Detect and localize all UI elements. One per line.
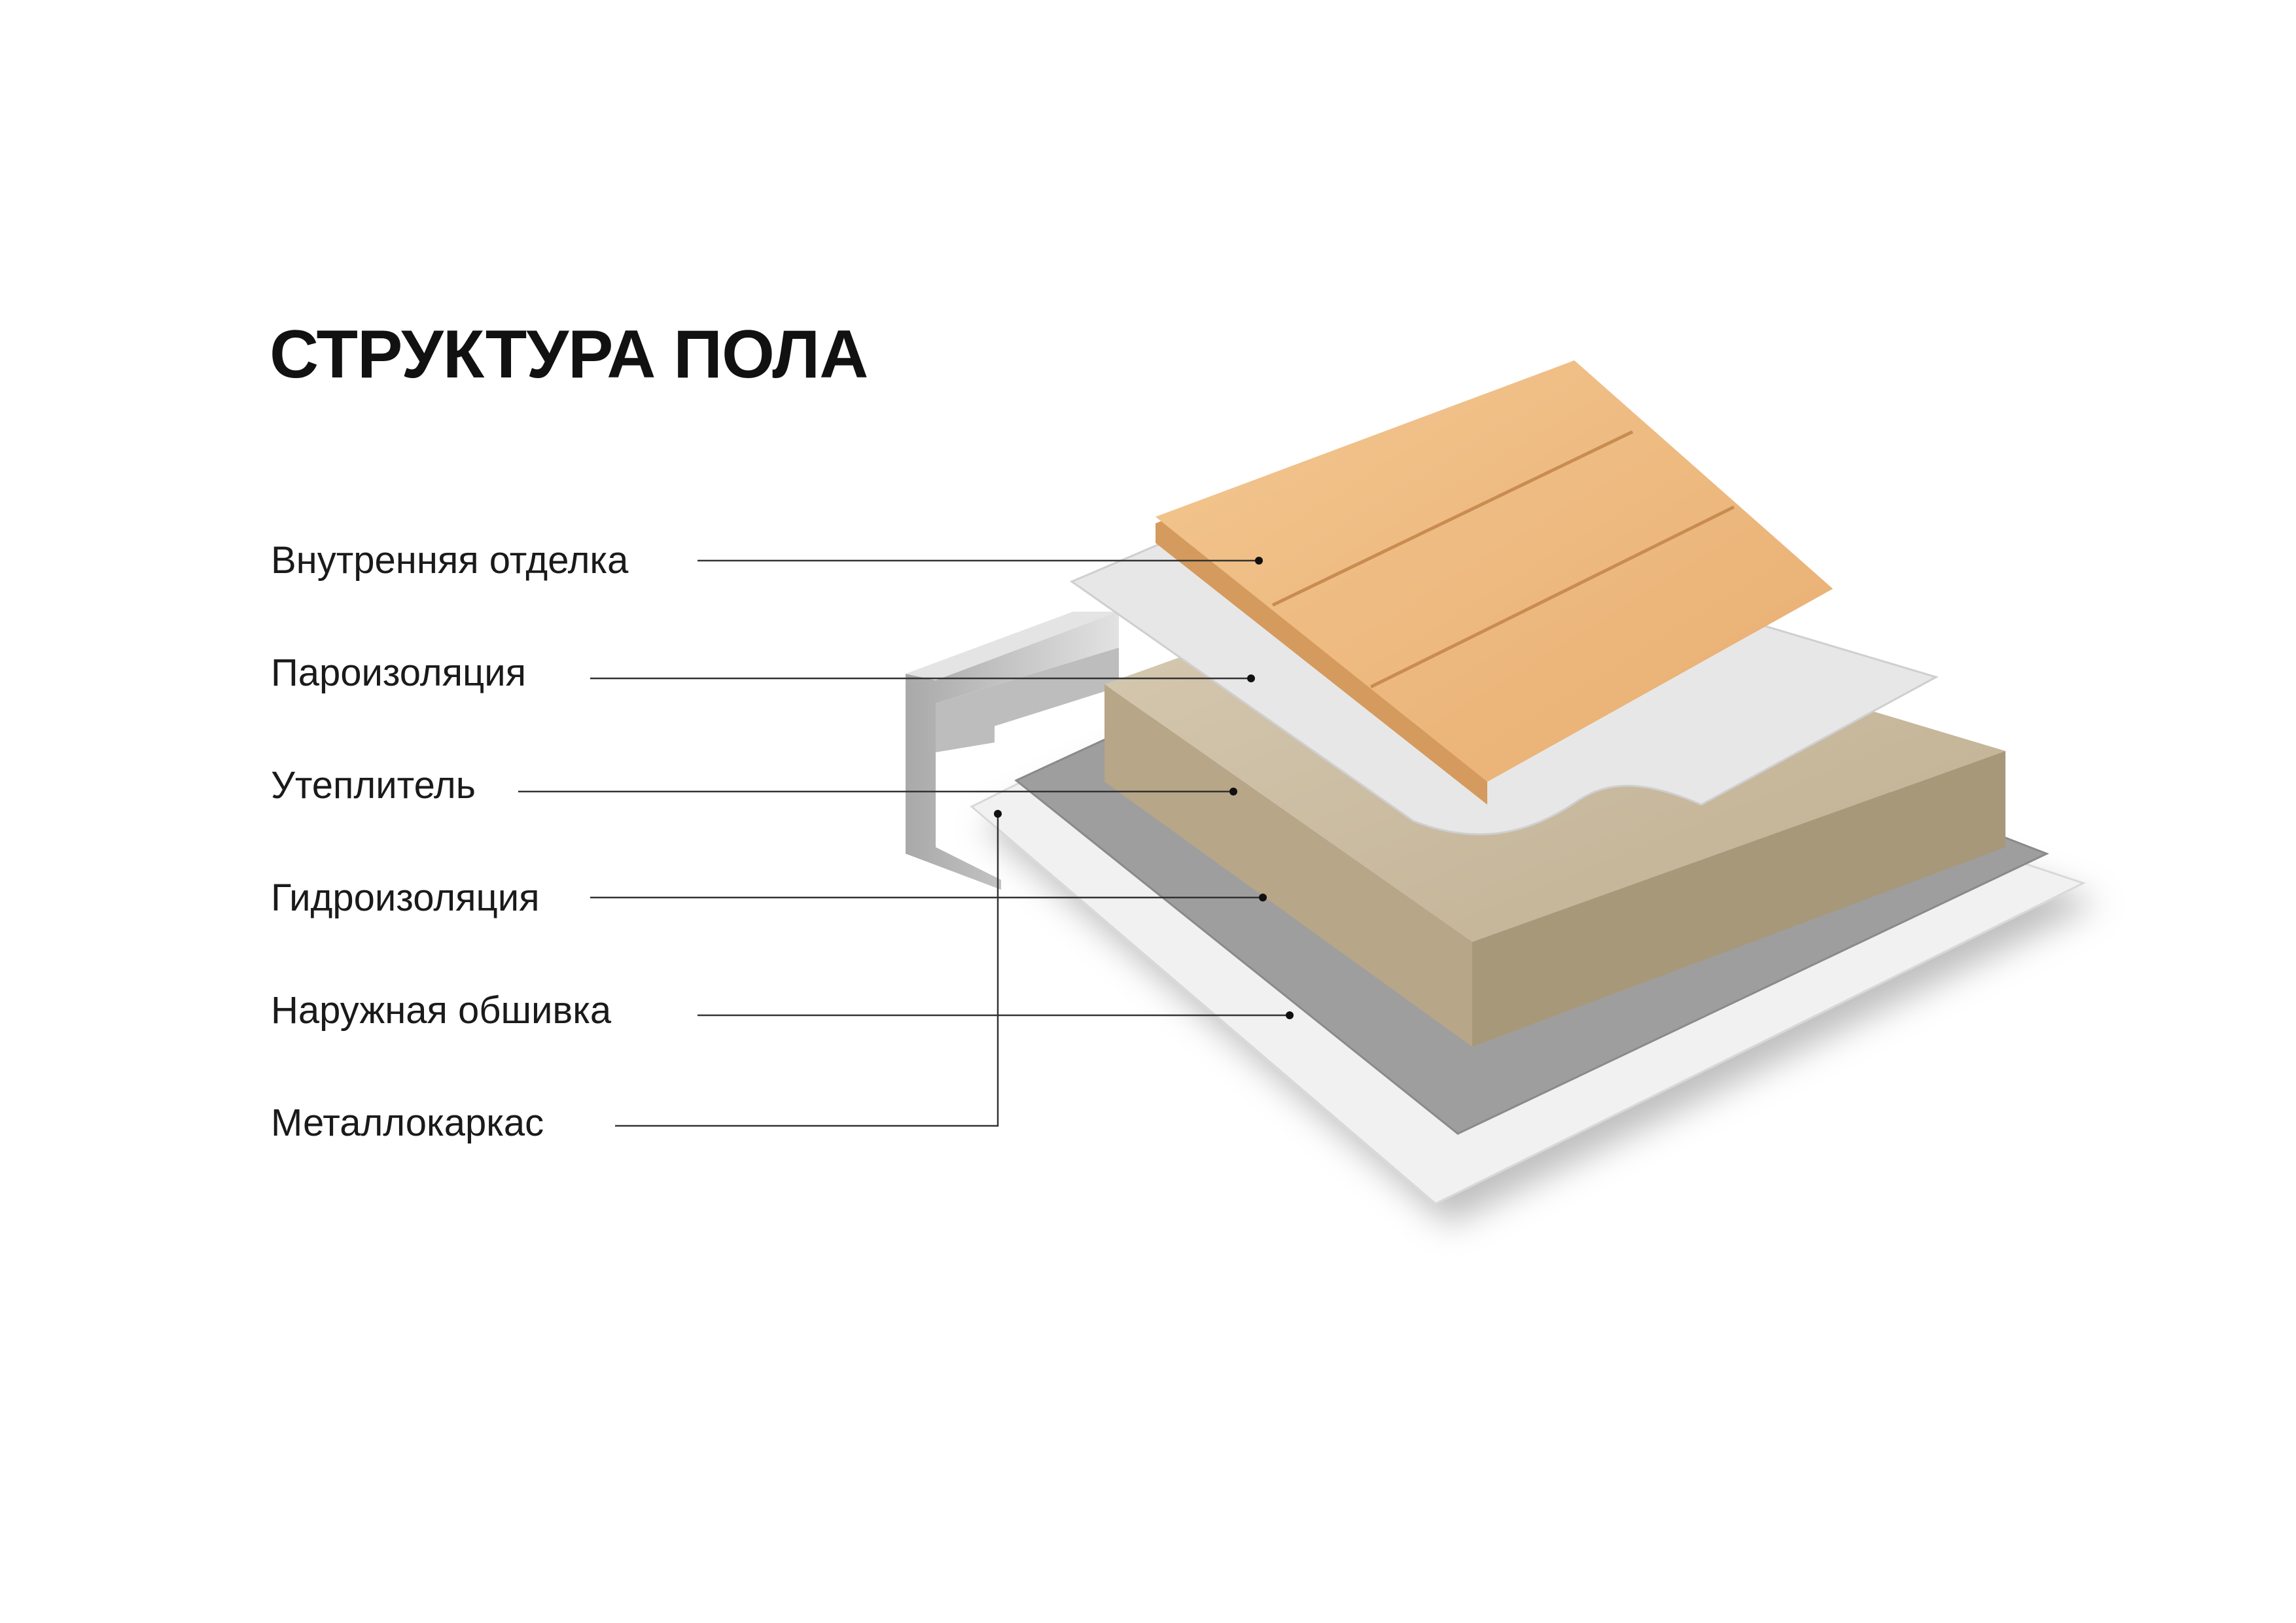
interior-finish-layer <box>1156 360 1833 805</box>
leader-dots <box>994 557 1294 1019</box>
leader-line-metal-frame <box>615 814 999 1127</box>
label-waterproofing: Гидроизоляция <box>271 877 540 919</box>
page-title: СТРУКТУРА ПОЛА <box>270 317 868 393</box>
label-outer-sheathing: Наружная обшивка <box>271 989 612 1032</box>
label-interior-finish: Внутренняя отделка <box>271 539 629 582</box>
label-metal-frame: Металлокаркас <box>271 1102 544 1144</box>
metal-frame-profile <box>906 612 1119 890</box>
label-vapor-barrier: Пароизоляция <box>271 652 527 694</box>
label-insulation: Утеплитель <box>271 764 476 807</box>
leader-lines <box>518 559 1290 1127</box>
